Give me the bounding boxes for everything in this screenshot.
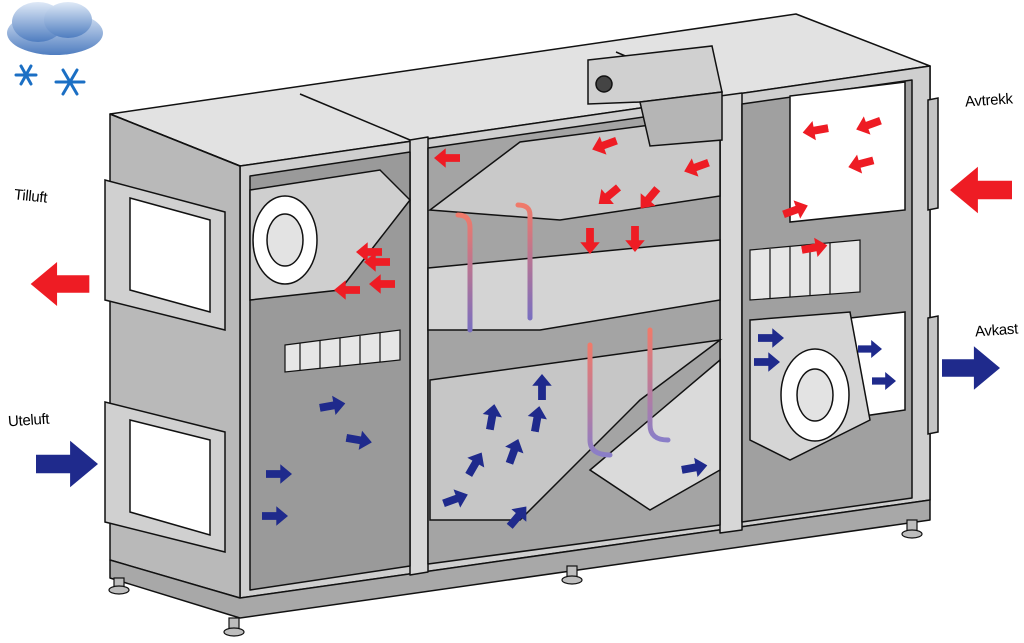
snowflake-icon bbox=[14, 64, 86, 96]
label-exhaust-air: Avkast bbox=[974, 320, 1019, 341]
unit-legs bbox=[108, 519, 923, 637]
heat-transfer-arrows bbox=[455, 202, 671, 458]
side-flanges bbox=[927, 97, 939, 435]
damper-motor bbox=[587, 45, 723, 147]
supply-filter bbox=[284, 329, 401, 373]
label-outdoor-air: Uteluft bbox=[7, 410, 50, 431]
label-supply-air: Tilluft bbox=[13, 186, 48, 207]
extract-fan bbox=[749, 311, 871, 461]
supply-duct-opening bbox=[104, 179, 226, 331]
label-extract-air: Avtrekk bbox=[964, 90, 1014, 111]
outdoor-duct-opening bbox=[104, 401, 226, 553]
extract-duct-opening bbox=[789, 81, 906, 223]
supply-fan bbox=[249, 169, 411, 301]
weather-cloud-icon bbox=[7, 2, 103, 55]
